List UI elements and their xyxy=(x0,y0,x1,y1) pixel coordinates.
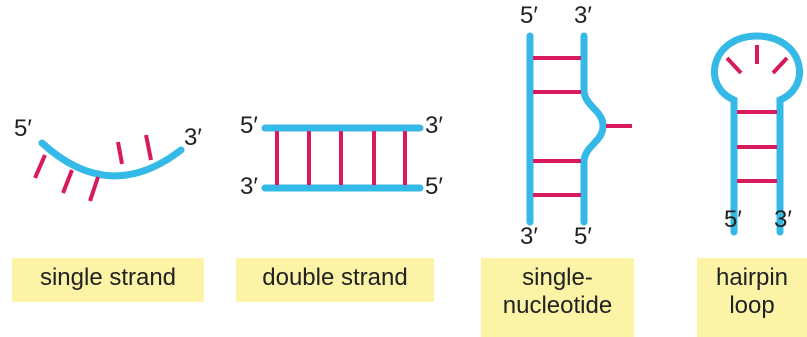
loop-base-line xyxy=(771,56,789,75)
base-line xyxy=(144,134,153,161)
single-strand-caption: single strand xyxy=(12,258,204,302)
single-strand-figure xyxy=(33,134,185,202)
single-nucleotide-top-3-prime-label: 3′ xyxy=(574,2,592,29)
double-strand-bottom-3-prime-label: 3′ xyxy=(240,173,258,200)
single-nucleotide-figure xyxy=(526,32,632,226)
single-nucleotide-bottom-3-prime-label: 3′ xyxy=(520,223,538,250)
base-line xyxy=(61,169,74,194)
single-strand-3-prime-label: 3′ xyxy=(184,124,202,151)
double-strand-figure xyxy=(261,124,424,192)
hairpin-backbone xyxy=(711,32,803,236)
hairpin-5-prime-label: 5′ xyxy=(724,206,742,233)
hairpin-3-prime-label: 3′ xyxy=(774,206,792,233)
double-strand-caption: double strand xyxy=(236,258,434,302)
single-strand-5-prime-label: 5′ xyxy=(14,115,32,142)
double-strand-bottom-5-prime-label: 5′ xyxy=(425,173,443,200)
hairpin-loop-caption: hairpin loop xyxy=(697,258,807,337)
single-nucleotide-top-5-prime-label: 5′ xyxy=(520,2,538,29)
base-line xyxy=(88,176,100,202)
double-strand-top-3-prime-label: 3′ xyxy=(425,112,443,139)
loop-base-line xyxy=(725,56,743,75)
base-line xyxy=(116,141,124,165)
bulge-right-backbone xyxy=(580,32,607,226)
single-strand-backbone xyxy=(38,139,185,180)
hairpin-loop-figure xyxy=(711,32,803,236)
single-nucleotide-bottom-5-prime-label: 5′ xyxy=(574,223,592,250)
single-nucleotide-caption: single- nucleotide xyxy=(481,258,634,337)
base-line xyxy=(33,154,47,179)
double-strand-top-5-prime-label: 5′ xyxy=(240,112,258,139)
